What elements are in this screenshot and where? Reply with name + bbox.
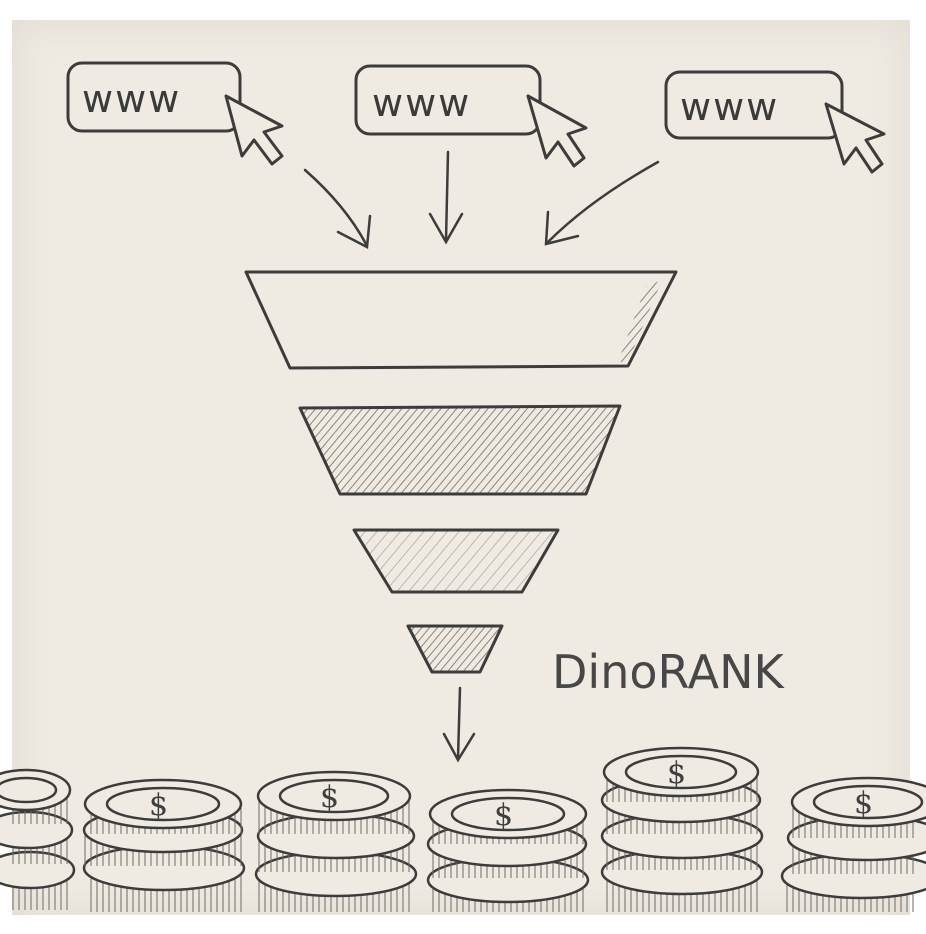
dollar-symbol: $ <box>667 756 686 791</box>
coin-stack-3: $ <box>254 770 418 912</box>
arrow-left <box>303 168 368 246</box>
coin-stacks: $ $ $ <box>0 746 926 912</box>
funnel-stage-1 <box>244 270 678 370</box>
cursor-icon <box>224 94 284 166</box>
url-label-2: www <box>372 81 471 125</box>
cursor-icon <box>526 94 588 168</box>
url-source-3: www <box>664 70 886 174</box>
dollar-symbol: $ <box>149 788 168 823</box>
url-label-1: www <box>82 77 181 121</box>
coin-stack-5: $ <box>600 746 764 912</box>
arrows-in <box>303 150 660 249</box>
funnel-stage-2 <box>298 404 622 496</box>
arrow-out <box>442 686 476 763</box>
arrow-right <box>546 160 660 244</box>
dollar-symbol: $ <box>494 798 513 833</box>
funnel <box>244 270 678 674</box>
arrow-center <box>444 150 450 242</box>
url-source-2: www <box>354 64 588 168</box>
url-label-3: www <box>680 85 779 129</box>
dollar-symbol: $ <box>854 786 873 821</box>
funnel-stage-3 <box>352 528 560 594</box>
funnel-stage-4 <box>406 624 504 674</box>
dollar-symbol: $ <box>320 780 339 815</box>
coin-stack-6: $ <box>780 776 926 912</box>
coin-stack-4: $ <box>426 788 590 912</box>
coin-stack-1 <box>0 768 76 910</box>
coin-stack-2: $ <box>82 778 246 912</box>
brand-label: DinoRANK <box>552 645 785 699</box>
cursor-icon <box>824 102 886 174</box>
url-source-1: www <box>66 61 284 166</box>
